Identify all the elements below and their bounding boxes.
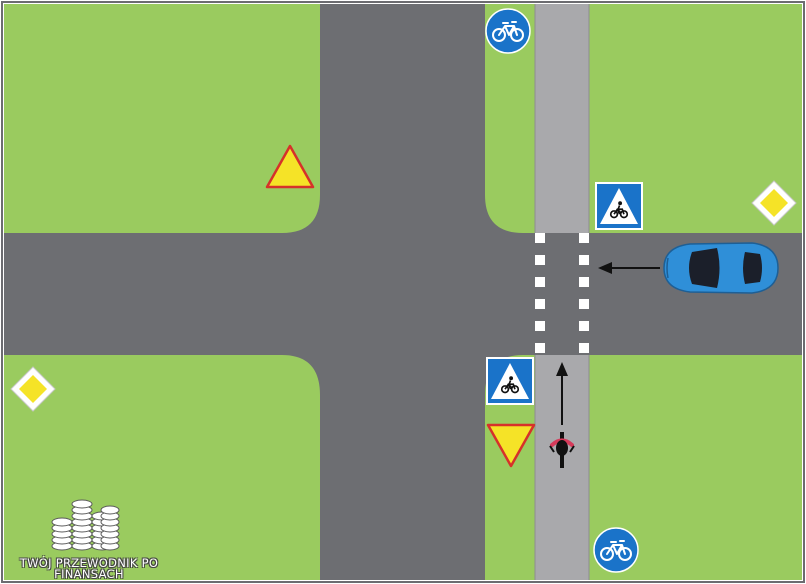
bike-crossing-sign-icon	[595, 182, 643, 230]
direction-arrow-icon	[598, 262, 660, 274]
road-corner-ne	[485, 195, 523, 233]
main-road-sign-icon	[751, 180, 797, 226]
bike-crossing-sign-icon	[486, 357, 534, 405]
yield-sign-icon	[265, 144, 315, 189]
cyclist-icon	[549, 432, 575, 468]
yield-sign-icon	[486, 423, 536, 468]
car-icon	[663, 242, 779, 294]
main-road-sign-icon	[10, 366, 56, 412]
road-corner-sw	[282, 355, 320, 395]
road-corner-nw	[282, 195, 320, 233]
bike-path-sign-icon	[485, 8, 531, 54]
bike-path-sign-icon	[593, 527, 639, 573]
watermark-text: TWÓJ PRZEWODNIK PO FINANSACH	[19, 556, 159, 581]
direction-arrow-icon	[556, 362, 568, 425]
coin-stack-icon	[51, 499, 120, 551]
bike-path-north	[535, 4, 589, 233]
bike-crossing-markings	[535, 233, 589, 353]
